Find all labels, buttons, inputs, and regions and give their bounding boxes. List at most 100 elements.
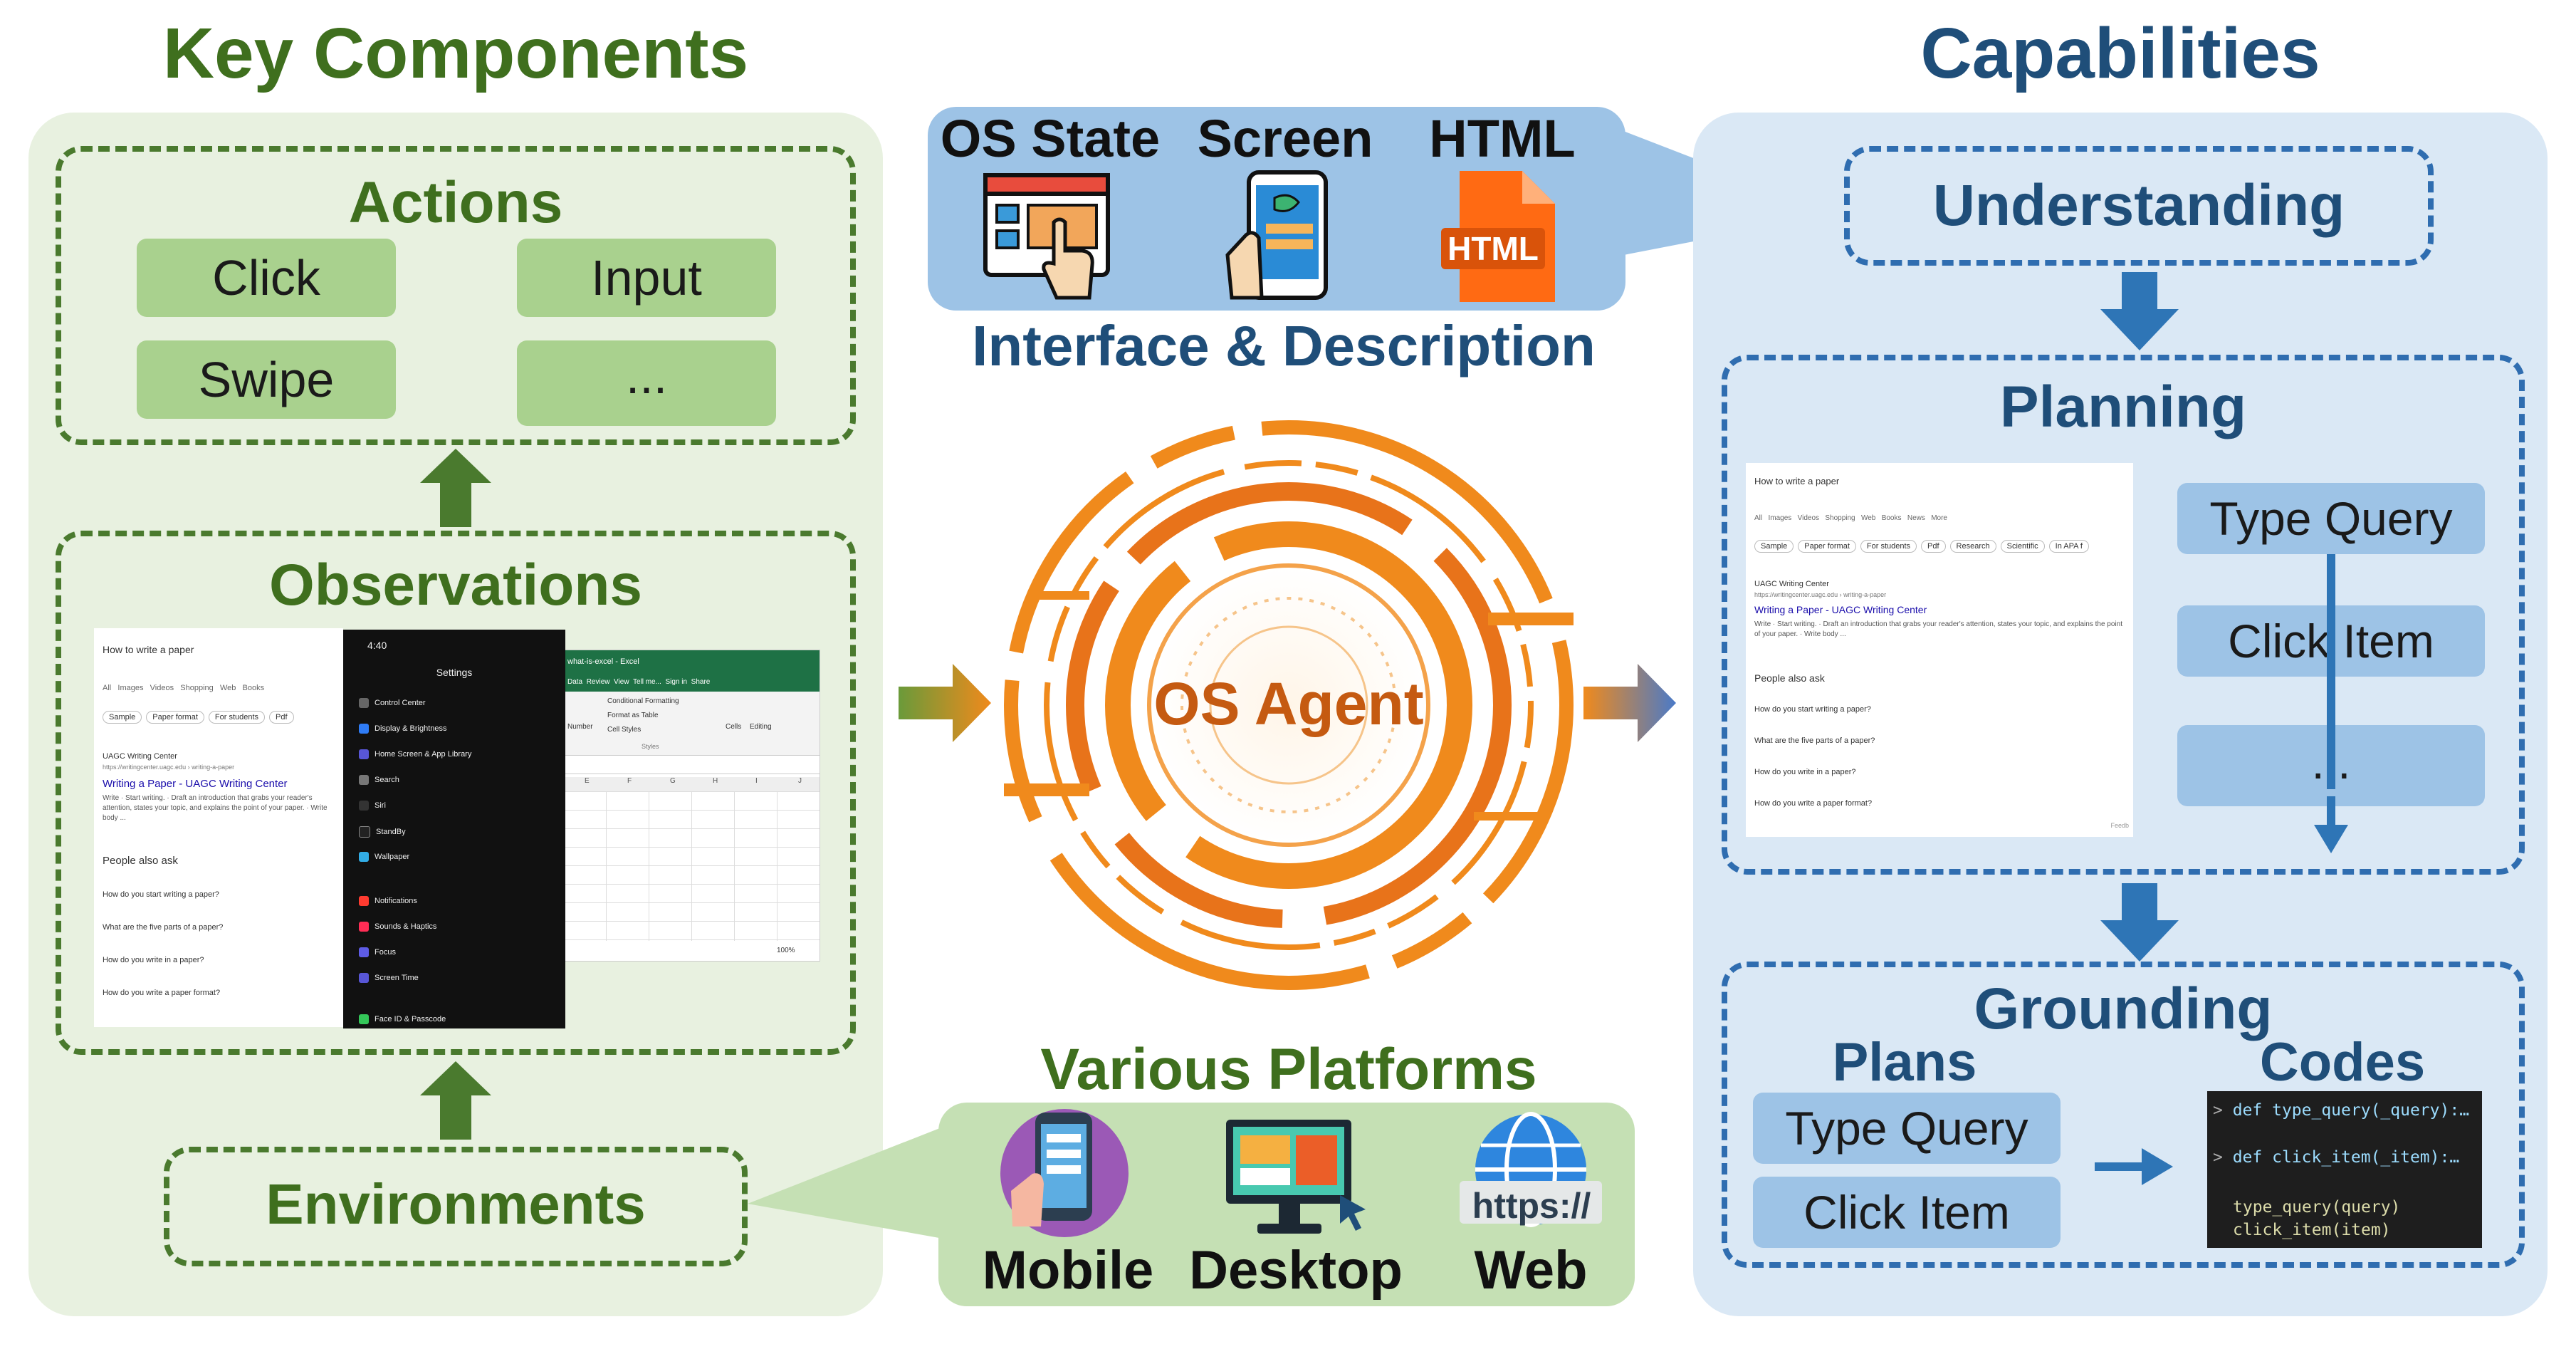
web-globe-icon bbox=[1460, 1112, 1602, 1227]
settings-item: Screen Time bbox=[375, 973, 419, 982]
search-results-screenshot: How to write a paper All Images Videos S… bbox=[94, 628, 343, 1027]
arrow-up-env-to-obs bbox=[420, 1061, 491, 1140]
planning-box bbox=[1722, 355, 2525, 875]
more-action-button: ... bbox=[517, 340, 776, 426]
plans-label: Plans bbox=[1832, 1032, 1977, 1093]
environments-label: Environments bbox=[266, 1172, 646, 1236]
understanding-label: Understanding bbox=[1932, 173, 2345, 238]
key-components-title: Key Components bbox=[162, 14, 749, 93]
settings-item: Siri bbox=[375, 801, 386, 810]
result-url: https://writingcenter.uagc.edu › writing… bbox=[103, 764, 235, 771]
planning-result-title: Writing a Paper - UAGC Writing Center bbox=[1754, 604, 1927, 615]
planning-result-url: https://writingcenter.uagc.edu › writing… bbox=[1754, 591, 1887, 598]
settings-item: Sounds & Haptics bbox=[375, 922, 437, 931]
excel-title-bar: what-is-excel - Excel bbox=[563, 650, 820, 676]
capabilities-title: Capabilities bbox=[1920, 14, 2320, 93]
arrow-down-understanding-to-planning bbox=[2100, 272, 2179, 350]
arrow-down-planning-to-grounding bbox=[2100, 883, 2179, 962]
html-file-icon bbox=[1441, 171, 1555, 302]
excel-ribbon: Number Conditional Formatting Format as … bbox=[563, 692, 820, 756]
actions-box bbox=[56, 146, 856, 445]
os-agent-emblem bbox=[1004, 420, 1574, 990]
grounding-box bbox=[1722, 962, 2525, 1268]
code-line-def-click-item: > def click_item(_item):… bbox=[2213, 1148, 2460, 1167]
planning-result-site: UAGC Writing Center bbox=[1754, 580, 1829, 588]
os-state-icon bbox=[983, 173, 1110, 300]
planning-search-screenshot: How to write a paper All Images Videos S… bbox=[1746, 463, 2133, 837]
actions-label: Actions bbox=[348, 170, 563, 235]
interface-description-label: Interface & Description bbox=[972, 314, 1596, 377]
excel-grid bbox=[563, 791, 820, 941]
paa-question: How do you write in a paper? bbox=[103, 956, 204, 964]
observations-box bbox=[56, 531, 856, 1055]
planning-search-query: How to write a paper bbox=[1754, 476, 1840, 486]
people-also-ask: People also ask bbox=[103, 855, 178, 867]
plan-step-type-query: Type Query bbox=[2177, 483, 2485, 554]
settings-item: Focus bbox=[375, 947, 396, 957]
html-label: HTML bbox=[1429, 109, 1576, 168]
excel-zoom: 100% bbox=[777, 947, 795, 954]
screen-label: Screen bbox=[1197, 109, 1373, 168]
planning-people-also-ask: People also ask bbox=[1754, 672, 1825, 684]
excel-screenshot: what-is-excel - Excel Data Review View T… bbox=[562, 650, 820, 962]
grounding-plan-click-item: Click Item bbox=[1753, 1177, 2061, 1248]
various-platforms-label: Various Platforms bbox=[1040, 1037, 1537, 1102]
result-site: UAGC Writing Center bbox=[103, 752, 177, 761]
grounding-label: Grounding bbox=[1974, 976, 2273, 1041]
plan-steps-connector bbox=[2327, 554, 2335, 789]
planning-feedback: Feedb bbox=[2110, 822, 2129, 829]
phone-settings-screenshot: 4:40 Settings Control Center Display & B… bbox=[343, 630, 565, 1028]
excel-menu: Data Review View Tell me... Sign in Shar… bbox=[563, 676, 820, 692]
os-agent-label: OS Agent bbox=[1153, 670, 1424, 737]
planning-paa-question: How do you write in a paper? bbox=[1754, 768, 1856, 776]
code-line-call-type-query: type_query(query) bbox=[2233, 1198, 2401, 1217]
settings-item: StandBy bbox=[376, 827, 406, 836]
plan-steps-arrowhead bbox=[2314, 796, 2348, 853]
code-block: > def type_query(_query):… > def click_i… bbox=[2207, 1091, 2482, 1248]
arrow-observations-to-agent bbox=[899, 664, 991, 742]
understanding-box bbox=[1844, 146, 2434, 266]
web-label: Web bbox=[1474, 1240, 1588, 1301]
search-tabs: All Images Videos Shopping Web Books bbox=[103, 684, 265, 692]
arrow-plans-to-codes bbox=[2095, 1148, 2173, 1185]
phone-settings-title: Settings bbox=[436, 667, 473, 678]
observations-label: Observations bbox=[268, 553, 643, 618]
planning-result-snippet: Write · Start writing. · Draft an introd… bbox=[1754, 620, 2122, 638]
settings-item: Display & Brightness bbox=[375, 724, 447, 733]
os-state-label: OS State bbox=[940, 109, 1161, 168]
code-line-call-click-item: click_item(item) bbox=[2233, 1221, 2391, 1239]
desktop-icon bbox=[1226, 1120, 1366, 1234]
settings-item: Notifications bbox=[375, 896, 417, 905]
mobile-label: Mobile bbox=[982, 1240, 1154, 1301]
planning-paa-question: How do you start writing a paper? bbox=[1754, 705, 1871, 714]
paa-question: How do you start writing a paper? bbox=[103, 890, 219, 899]
settings-item: Wallpaper bbox=[375, 852, 410, 861]
web-url-badge: https:// bbox=[1472, 1186, 1591, 1226]
excel-column-headers: E F G H I J bbox=[563, 777, 820, 791]
planning-label: Planning bbox=[1999, 375, 2247, 439]
grounding-plan-type-query: Type Query bbox=[1753, 1093, 2061, 1164]
arrow-agent-to-capabilities bbox=[1583, 664, 1676, 742]
settings-item: Search bbox=[375, 775, 399, 784]
swipe-action-button: Swipe bbox=[137, 340, 396, 419]
result-snippet: Write · Start writing. · Draft an introd… bbox=[103, 794, 328, 822]
codes-label: Codes bbox=[2259, 1032, 2426, 1093]
paa-question: What are the five parts of a paper? bbox=[103, 923, 224, 932]
planning-search-tabs: All Images Videos Shopping Web Books New… bbox=[1754, 514, 1947, 522]
code-line-def-type-query: > def type_query(_query):… bbox=[2213, 1101, 2470, 1120]
input-action-button: Input bbox=[517, 239, 776, 317]
settings-item: Home Screen & App Library bbox=[375, 749, 472, 759]
settings-item: Face ID & Passcode bbox=[375, 1014, 446, 1024]
html-badge-text: HTML bbox=[1447, 230, 1539, 267]
planning-paa-question: How do you write a paper format? bbox=[1754, 799, 1873, 808]
paa-question: How do you write a paper format? bbox=[103, 989, 221, 997]
mobile-icon bbox=[1000, 1109, 1129, 1237]
platforms-callout-pointer bbox=[748, 1125, 947, 1239]
settings-item: Control Center bbox=[375, 698, 426, 707]
click-action-button: Click bbox=[137, 239, 396, 317]
arrow-up-obs-to-actions bbox=[420, 449, 491, 527]
desktop-label: Desktop bbox=[1189, 1240, 1403, 1301]
environments-box bbox=[164, 1147, 748, 1266]
